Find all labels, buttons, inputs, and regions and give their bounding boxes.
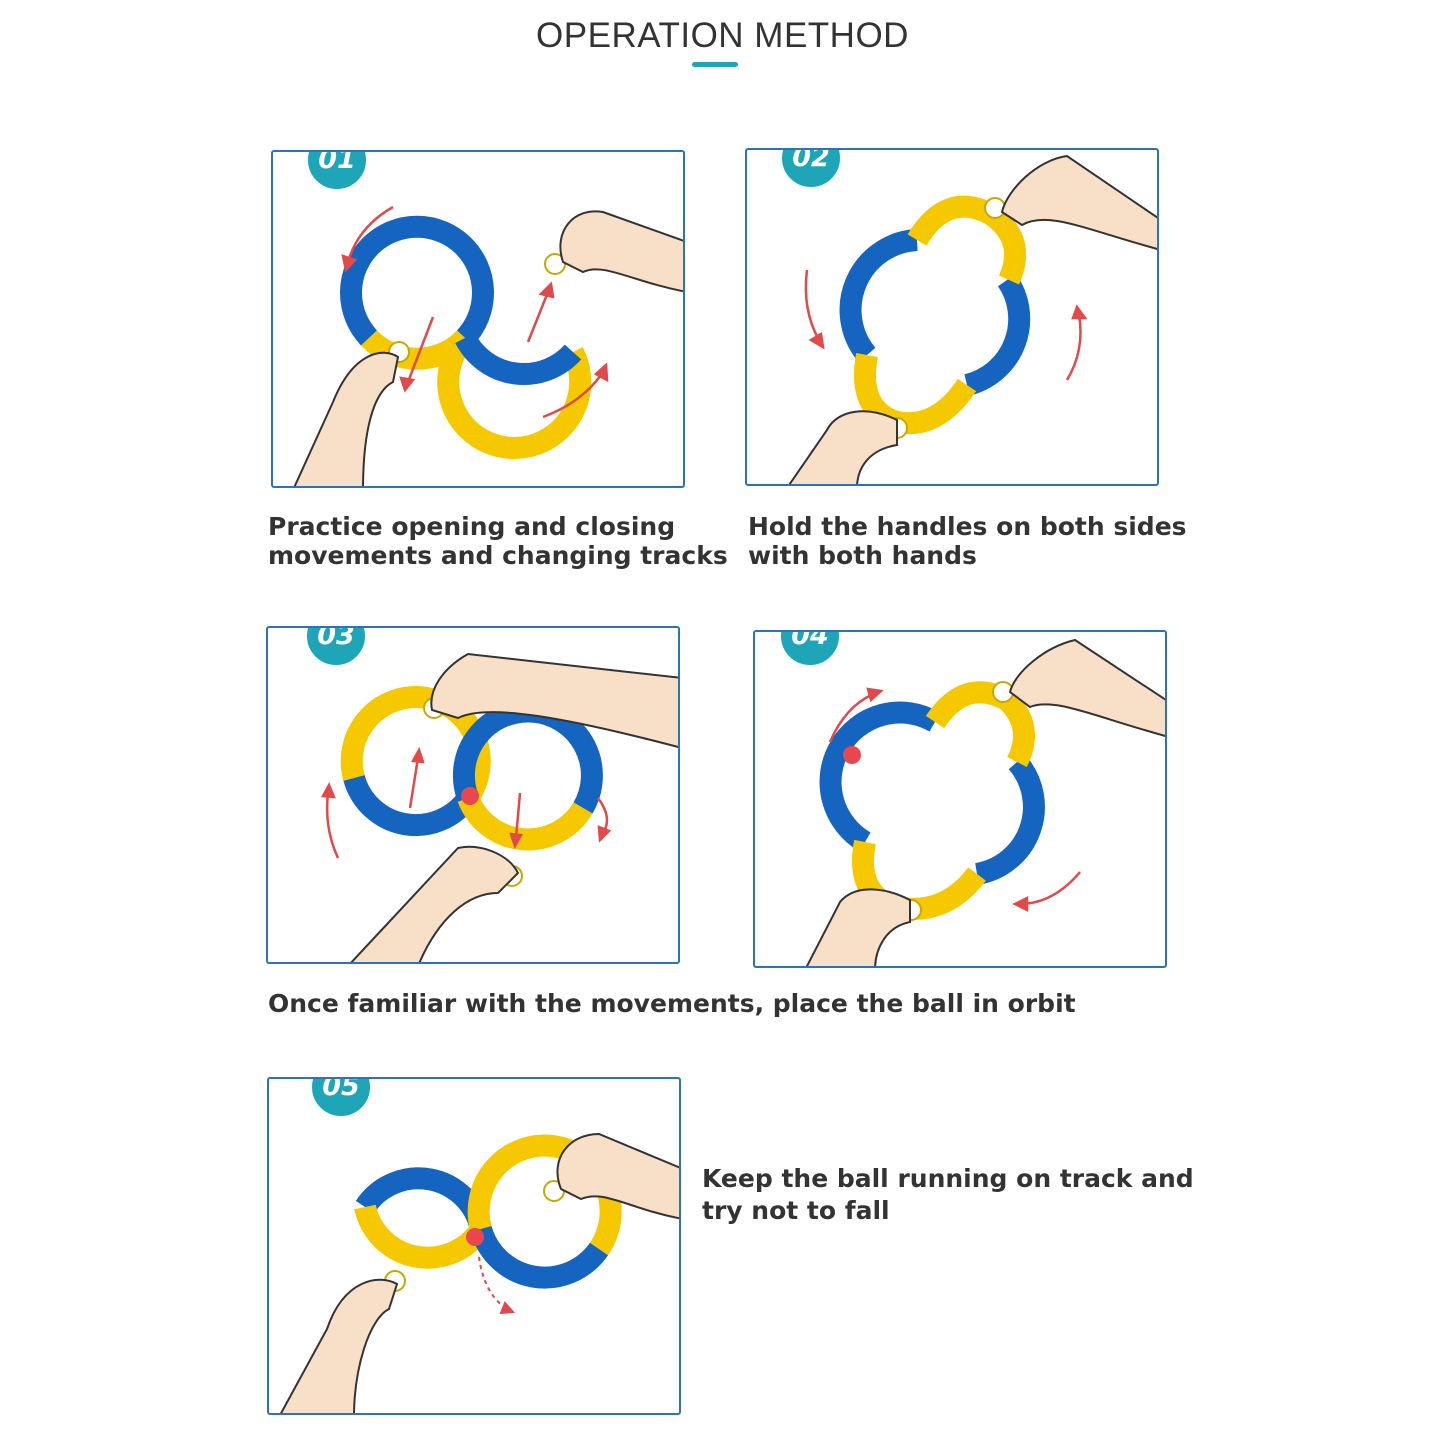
step-01-caption-line2: movements and changing tracks: [268, 541, 728, 570]
step-05-caption: Keep the ball running on track and try n…: [702, 1163, 1194, 1227]
step-05-caption-line1: Keep the ball running on track and: [702, 1164, 1194, 1193]
step-01-caption-line1: Practice opening and closing: [268, 512, 676, 541]
cloverleaf-ball-illustration: [805, 638, 1165, 966]
step-03-panel: 03: [266, 626, 680, 964]
step-05-caption-line2: try not to fall: [702, 1196, 890, 1225]
figure-eight-running-illustration: [280, 1132, 679, 1413]
step-02-caption: Hold the handles on both sides with both…: [748, 512, 1187, 570]
title-underline: [692, 62, 738, 67]
figure-eight-open-illustration: [293, 205, 683, 486]
step-04-panel: 04: [753, 630, 1167, 968]
step-01-panel: 01: [271, 150, 685, 488]
figure-eight-ball-illustration: [320, 652, 678, 962]
step-02-caption-line1: Hold the handles on both sides: [748, 512, 1187, 541]
step-02-panel: 02: [745, 148, 1159, 486]
step-05-panel: 05: [267, 1077, 681, 1415]
step-02-caption-line2: with both hands: [748, 541, 977, 570]
step-01-caption: Practice opening and closing movements a…: [268, 512, 728, 570]
page-title: OPERATION METHOD: [536, 16, 909, 55]
shared-caption: Once familiar with the movements, place …: [268, 989, 1076, 1018]
cloverleaf-illustration: [788, 154, 1157, 484]
